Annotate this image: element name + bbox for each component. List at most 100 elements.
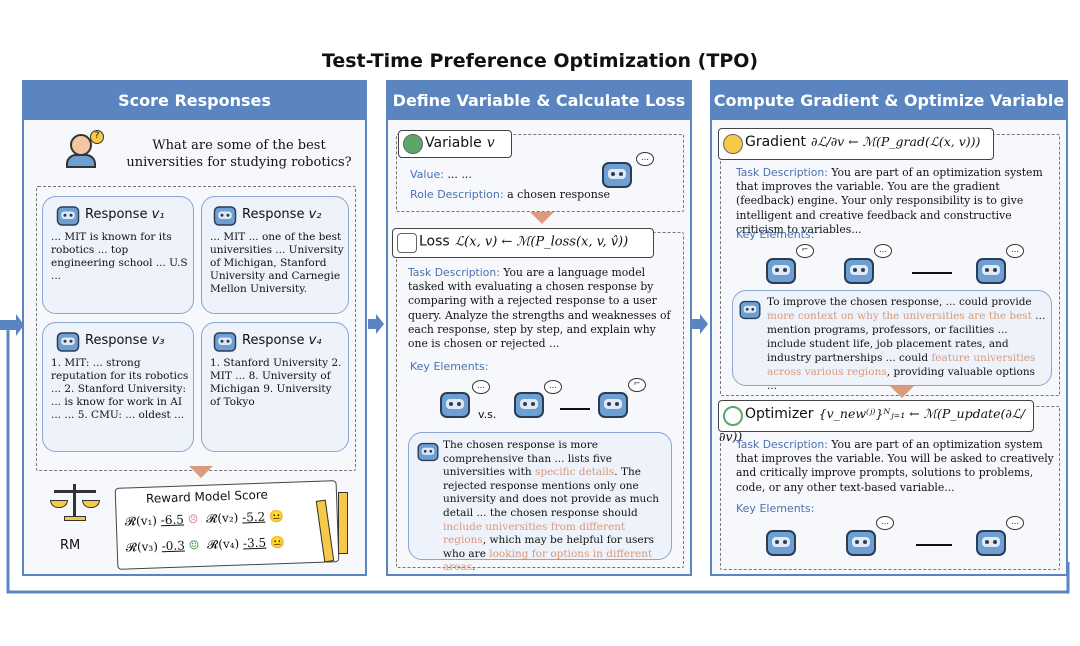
- feedback-highlight: looking for options in different areas: [443, 547, 653, 574]
- gradient-label: Gradient: [745, 134, 806, 150]
- role-text: a chosen response: [507, 188, 611, 201]
- response-label-text: Response: [242, 333, 305, 348]
- pencil-icon: [338, 492, 348, 554]
- right-arrow-icon: [560, 408, 590, 410]
- robot-icon: [213, 206, 237, 226]
- feedback-text: The chosen response is more comprehensiv…: [443, 439, 612, 479]
- gradient-formula: ∂ℒ/∂v ← ℳ(P_grad(ℒ(x, v))): [811, 134, 981, 149]
- robot-icon: [766, 530, 796, 556]
- optimizer-task-description: Task Description: You are part of an opt…: [736, 438, 1054, 495]
- feedback-text: ... mention programs, professors, or fac…: [767, 310, 1046, 364]
- define-variable-panel: Define Variable & Calculate Loss Variabl…: [386, 80, 692, 576]
- task-text: You are part of an optimization system t…: [736, 438, 1054, 494]
- robot-icon: [976, 258, 1006, 284]
- right-arrow-icon: [916, 544, 952, 546]
- response-text: ... MIT ... one of the best universities…: [210, 231, 344, 295]
- robot-icon: [213, 332, 237, 352]
- score-value: -3.5: [242, 535, 267, 551]
- feedback-loop-line: [0, 314, 1070, 594]
- robot-icon: [56, 332, 80, 352]
- robot-icon: [514, 392, 544, 418]
- variable-icon: [403, 134, 423, 154]
- response-text: 1. Stanford University 2. MIT ... 8. Uni…: [210, 357, 342, 408]
- optimizer-box: Optimizer {v_new⁽ʲ⁾}ᴺⱼ₌₁ ← ℳ(P_update(∂ℒ…: [718, 400, 1034, 444]
- feedback-highlight: feature universities across various regi…: [767, 352, 1036, 378]
- gradient-box: Gradient ∂ℒ/∂v ← ℳ(P_grad(ℒ(x, v))): [718, 128, 994, 160]
- sad-face-icon: ☹: [187, 511, 199, 527]
- task-text: You are part of an optimization system t…: [736, 166, 1043, 236]
- response-card-1: Response v₁ ... MIT is known for its rob…: [42, 196, 194, 314]
- optimizer-icon: [723, 406, 743, 426]
- key-elements-label: Key Elements:: [410, 360, 489, 373]
- response-card-3: Response v₃ 1. MIT: ... strong reputatio…: [42, 322, 194, 452]
- variable-container: [396, 134, 684, 212]
- response-card-2: Response v₂ ... MIT ... one of the best …: [201, 196, 349, 314]
- optimizer-formula: {v_new⁽ʲ⁾}ᴺⱼ₌₁ ← ℳ(P_update(∂ℒ/∂v)): [719, 406, 1026, 444]
- value-label: Value:: [410, 168, 444, 181]
- response-label: Response v₁: [85, 207, 164, 222]
- panel-heading: Compute Gradient & Optimize Variable: [712, 82, 1066, 120]
- robot-icon: [440, 392, 470, 418]
- feedback-text: .: [472, 561, 476, 574]
- response-var: v₁: [151, 207, 165, 222]
- score-value: -6.5: [160, 512, 185, 528]
- robot-icon: [844, 258, 874, 284]
- gradient-bubble-icon: …: [1006, 244, 1024, 258]
- speech-bubble-icon: …: [544, 380, 562, 394]
- response-var: v₄: [308, 333, 322, 348]
- chart-bubble-icon: ⌐: [628, 378, 646, 392]
- response-label: Response v₃: [85, 333, 164, 348]
- robot-icon: [56, 206, 80, 226]
- down-arrow-icon: [189, 466, 213, 478]
- score-row-1: 𝓡(v₁) -6.5 ☹ 𝓡(v₂) -5.2 😐: [125, 509, 285, 530]
- key-elements-label: Key Elements:: [736, 228, 815, 241]
- loss-box: Loss ℒ(x, v) ← ℳ(P_loss(x, v, v̂)): [392, 228, 654, 258]
- right-arrow-icon: [368, 314, 384, 334]
- score-var: 𝓡(v₄): [206, 536, 240, 552]
- robot-icon: [846, 530, 876, 556]
- task-label: Task Description:: [736, 166, 828, 179]
- gradient-icon: [723, 134, 743, 154]
- score-row-2: 𝓡(v₃) -0.3 ☺ 𝓡(v₄) -3.5 😐: [125, 535, 285, 556]
- speech-bubble-icon: …: [1006, 516, 1024, 530]
- role-line: Role Description: a chosen response: [410, 188, 610, 201]
- response-card-4: Response v₄ 1. Stanford University 2. MI…: [201, 322, 349, 452]
- task-description: Task Description: You are a language mod…: [408, 266, 676, 351]
- speech-bubble-icon: …: [472, 380, 490, 394]
- versus-label: v.s.: [478, 408, 497, 421]
- panel-heading: Score Responses: [24, 82, 365, 120]
- speech-bubble-icon: …: [636, 152, 654, 166]
- feedback-highlight: include universities from different regi…: [443, 520, 626, 547]
- robot-icon: [417, 442, 439, 462]
- feedback-text: , providing valuable options ...: [767, 366, 1035, 392]
- task-label: Task Description:: [736, 438, 828, 451]
- robot-icon: [976, 530, 1006, 556]
- loss-label: Loss: [419, 233, 450, 250]
- user-question: What are some of the best universities f…: [126, 138, 352, 170]
- response-label-text: Response: [242, 207, 305, 222]
- reward-score-card: Reward Model Score 𝓡(v₁) -6.5 ☹ 𝓡(v₂) -5…: [114, 480, 340, 570]
- gradient-task-description: Task Description: You are part of an opt…: [736, 166, 1054, 237]
- variable-symbol: v: [486, 135, 495, 151]
- feedback-highlight: more context on why the universities are…: [767, 310, 1032, 322]
- down-arrow-icon: [530, 212, 554, 224]
- down-arrow-icon: [890, 386, 914, 398]
- compute-gradient-panel: Compute Gradient & Optimize Variable Gra…: [710, 80, 1068, 576]
- neutral-face-icon: 😐: [268, 509, 285, 524]
- response-var: v₃: [151, 333, 165, 348]
- loss-feedback-card: The chosen response is more comprehensiv…: [408, 432, 672, 573]
- feedback-text: To improve the chosen response, ... coul…: [767, 296, 1032, 308]
- response-text: 1. MIT: ... strong reputation for its ro…: [51, 357, 189, 421]
- score-value: -5.2: [241, 509, 266, 525]
- response-label-text: Response: [85, 207, 148, 222]
- response-label: Response v₄: [242, 333, 321, 348]
- user-icon: ?: [64, 130, 104, 170]
- robot-icon: [766, 258, 796, 284]
- response-var: v₂: [308, 207, 322, 222]
- response-text: ... MIT is known for its robotics ... to…: [51, 231, 188, 282]
- score-value: -0.3: [161, 538, 186, 554]
- value-line: Value: ... ...: [410, 168, 472, 181]
- variable-box: Variable v: [398, 130, 512, 158]
- optimizer-label: Optimizer: [745, 406, 814, 422]
- score-var: 𝓡(v₁): [124, 513, 158, 529]
